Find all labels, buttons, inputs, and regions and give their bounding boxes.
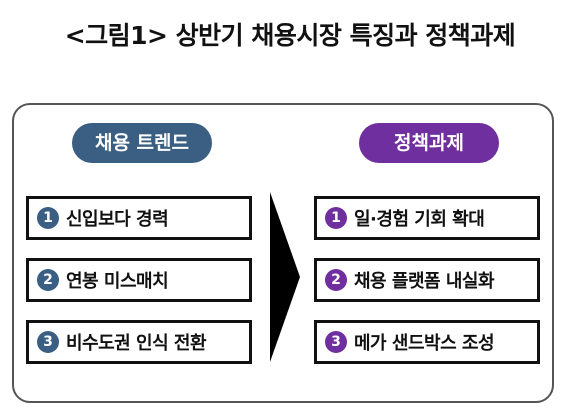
trend-item-label: 신입보다 경력 [66, 209, 169, 230]
number-badge-icon: 1 [37, 207, 59, 229]
trend-item-1: 1 신입보다 경력 [26, 196, 252, 240]
trend-item-label: 연봉 미스매치 [66, 271, 169, 292]
number-badge-icon: 1 [325, 207, 347, 229]
number-badge-icon: 3 [325, 331, 347, 353]
policy-header: 정책과제 [359, 123, 499, 163]
trend-item-2: 2 연봉 미스매치 [26, 258, 252, 302]
number-badge-icon: 2 [37, 269, 59, 291]
policy-item-label: 채용 플랫폼 내실화 [354, 271, 495, 292]
number-badge-icon: 2 [325, 269, 347, 291]
policy-item-1: 1 일·경험 기회 확대 [314, 196, 540, 240]
policy-item-label: 일·경험 기회 확대 [354, 209, 485, 230]
trend-item-3: 3 비수도권 인식 전환 [26, 320, 252, 364]
figure-title: <그림1> 상반기 채용시장 특징과 정책과제 [64, 21, 516, 50]
trends-header: 채용 트렌드 [72, 123, 212, 163]
trend-item-label: 비수도권 인식 전환 [66, 333, 207, 354]
right-chevron-arrow-icon [270, 192, 300, 362]
policy-item-3: 3 메가 샌드박스 조성 [314, 320, 540, 364]
policy-item-label: 메가 샌드박스 조성 [354, 333, 495, 354]
policy-item-2: 2 채용 플랫폼 내실화 [314, 258, 540, 302]
number-badge-icon: 3 [37, 331, 59, 353]
